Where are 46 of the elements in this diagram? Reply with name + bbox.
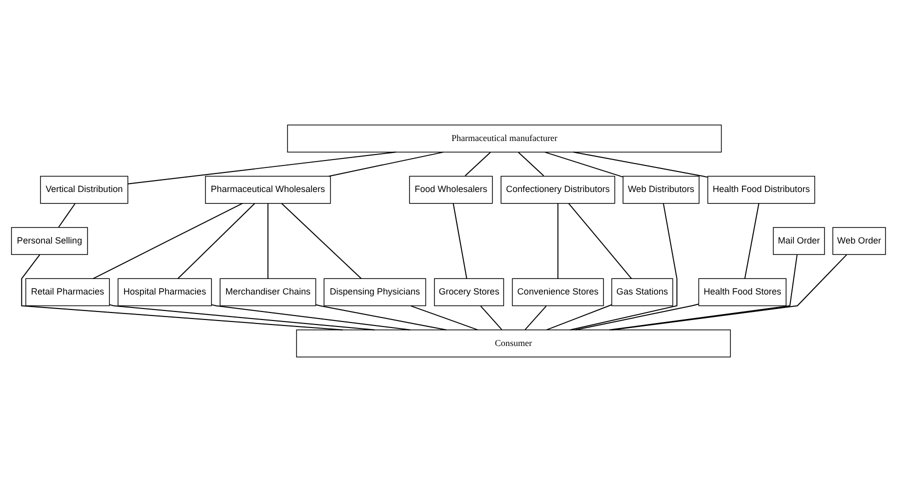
connector <box>92 202 243 279</box>
connector <box>127 151 396 184</box>
connector <box>177 202 256 279</box>
connector <box>410 304 478 330</box>
node-box: Food Wholesalers <box>409 175 493 204</box>
connector <box>211 304 411 330</box>
node-box: Convenience Stores <box>512 278 604 306</box>
node-box: Dispensing Physicians <box>324 278 426 306</box>
node-box: Web Order <box>832 226 886 254</box>
connector <box>58 202 76 228</box>
node-box: Merchandiser Chains <box>220 278 316 306</box>
connector <box>315 304 447 330</box>
connector <box>744 202 760 279</box>
connector <box>267 202 268 279</box>
node-box: Vertical Distribution <box>40 175 128 204</box>
connector <box>452 202 468 279</box>
connector <box>608 254 798 330</box>
connector <box>570 202 678 330</box>
connector <box>574 303 700 330</box>
node-box: Health Food Distributors <box>707 175 816 204</box>
node-box: Web Distributors <box>622 175 700 204</box>
node-box: Health Food Stores <box>698 278 786 306</box>
connector <box>480 305 502 330</box>
node-box: Pharmaceutical manufacturer <box>287 124 722 152</box>
connector <box>546 304 612 330</box>
connector <box>611 254 848 330</box>
connector <box>109 304 376 330</box>
connector <box>464 151 491 176</box>
node-box: Confectionery Distributors <box>500 175 616 204</box>
node-box: Gas Stations <box>611 278 674 306</box>
connector <box>524 305 547 330</box>
connector <box>544 151 624 177</box>
connector <box>572 151 708 178</box>
connector <box>568 202 632 279</box>
node-box: Grocery Stores <box>434 278 504 306</box>
connector <box>281 202 362 279</box>
connector <box>557 202 558 279</box>
node-box: Retail Pharmacies <box>25 278 110 306</box>
connector <box>518 151 544 176</box>
connector <box>21 254 344 330</box>
node-box: Hospital Pharmacies <box>118 278 212 306</box>
node-box: Pharmaceutical Wholesalers <box>205 175 331 204</box>
node-box: Personal Selling <box>11 226 88 254</box>
node-box: Consumer <box>296 329 731 357</box>
connector <box>328 151 444 176</box>
node-box: Mail Order <box>772 226 825 254</box>
